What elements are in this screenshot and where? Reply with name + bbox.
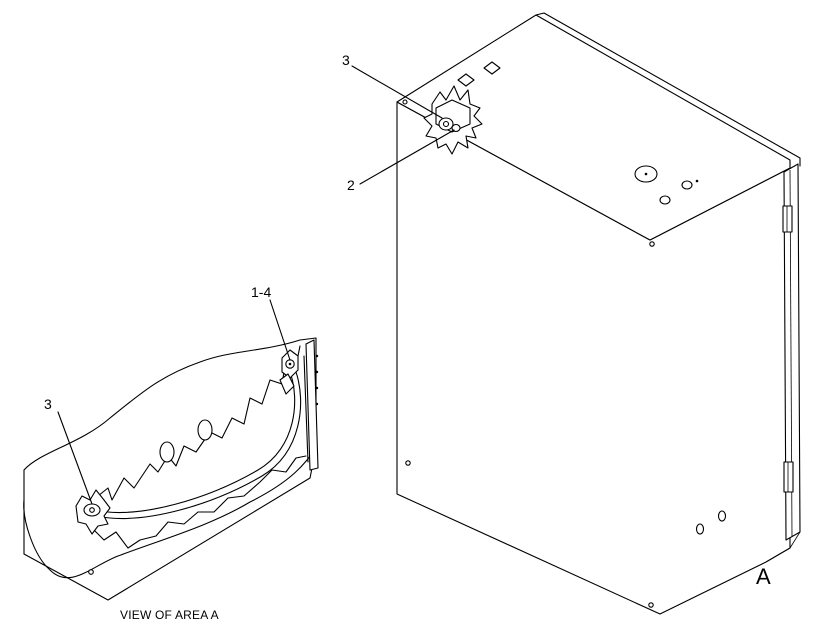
hinge-upper: [782, 205, 793, 233]
clamp-part-3-detail: [75, 489, 111, 535]
screw-hole: [405, 460, 411, 466]
leader-line-2: [359, 129, 455, 185]
knockout-square-2: [483, 61, 501, 75]
callout-1-4-detail: 1-4: [251, 284, 272, 300]
knockout-round-small-2: [681, 180, 693, 190]
hinge-lower: [783, 461, 794, 493]
leader-line-3: [351, 65, 443, 119]
callout-2-main: 2: [347, 177, 355, 193]
knockout-round-small-1: [659, 195, 671, 205]
callout-3-detail: 3: [44, 396, 52, 412]
screw-hole: [402, 99, 408, 105]
screw-hole: [88, 569, 94, 575]
area-a-marker: A: [756, 564, 771, 589]
drain-hole-1: [695, 523, 705, 535]
callout-3-main: 3: [342, 52, 350, 68]
breakout-jagged-edge-lower: [91, 455, 307, 549]
detail-panel-edge: [305, 339, 319, 471]
detail-cloud-outline: [23, 337, 317, 579]
screw-hole: [648, 602, 654, 608]
cabinet-assembly: [396, 12, 801, 615]
knockout-square-1: [457, 73, 475, 87]
drain-hole-2: [717, 510, 727, 522]
detail-view: [23, 337, 319, 601]
strap-wire: [93, 371, 296, 513]
cabinet-top-rim: [535, 12, 801, 167]
detail-caption: VIEW OF AREA A: [120, 608, 219, 622]
detail-hole-1: [159, 441, 175, 463]
leader-line-1-4: [269, 299, 291, 361]
screw-hole: [649, 241, 655, 247]
breakout-jagged-edge: [97, 345, 301, 501]
leader-line-3-detail: [57, 411, 93, 505]
bolt-part-1-4-detail: [279, 349, 299, 395]
detail-hole-2: [197, 419, 213, 441]
